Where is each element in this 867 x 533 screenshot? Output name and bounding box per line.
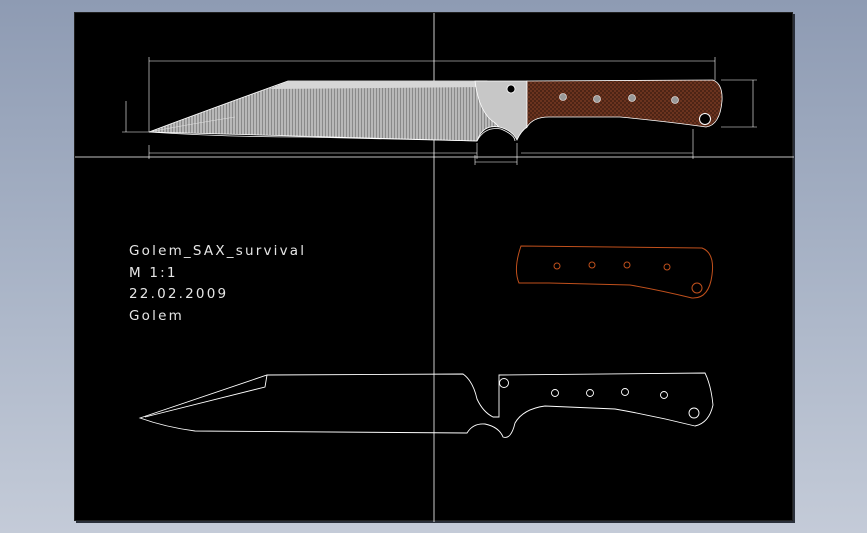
choil [476, 128, 516, 142]
drawing-scale: M 1:1 [129, 264, 178, 281]
title-block: Golem_SAX_survival M 1:1 22.02.2009 Gole… [129, 241, 306, 327]
blade-spine-flat [270, 81, 487, 89]
dimension-lines [122, 57, 757, 165]
shaded-knife-elevation [148, 79, 723, 142]
handle-pin-2 [593, 95, 601, 103]
handle-pin-3 [628, 94, 636, 102]
knife-profile-outline [138, 372, 714, 438]
drawing-date: 22.02.2009 [129, 286, 229, 302]
lanyard-hole-top [506, 84, 516, 94]
drawing-canvas [75, 13, 794, 522]
drawing-name: Golem_SAX_survival [129, 243, 307, 259]
handle-pin-1 [559, 93, 567, 101]
lanyard-hole-handle [699, 113, 711, 125]
handle-pin-4 [671, 96, 679, 104]
blade-body [148, 80, 518, 142]
edge-bevel [148, 131, 478, 142]
tip-bevel [148, 116, 236, 133]
drawing-sheet: Golem_SAX_survival M 1:1 22.02.2009 Gole… [74, 12, 794, 522]
drawing-author: Golem [129, 307, 184, 324]
handle-scale [526, 79, 723, 129]
ricasso [474, 80, 528, 141]
handle-scale-outline [515, 245, 713, 299]
